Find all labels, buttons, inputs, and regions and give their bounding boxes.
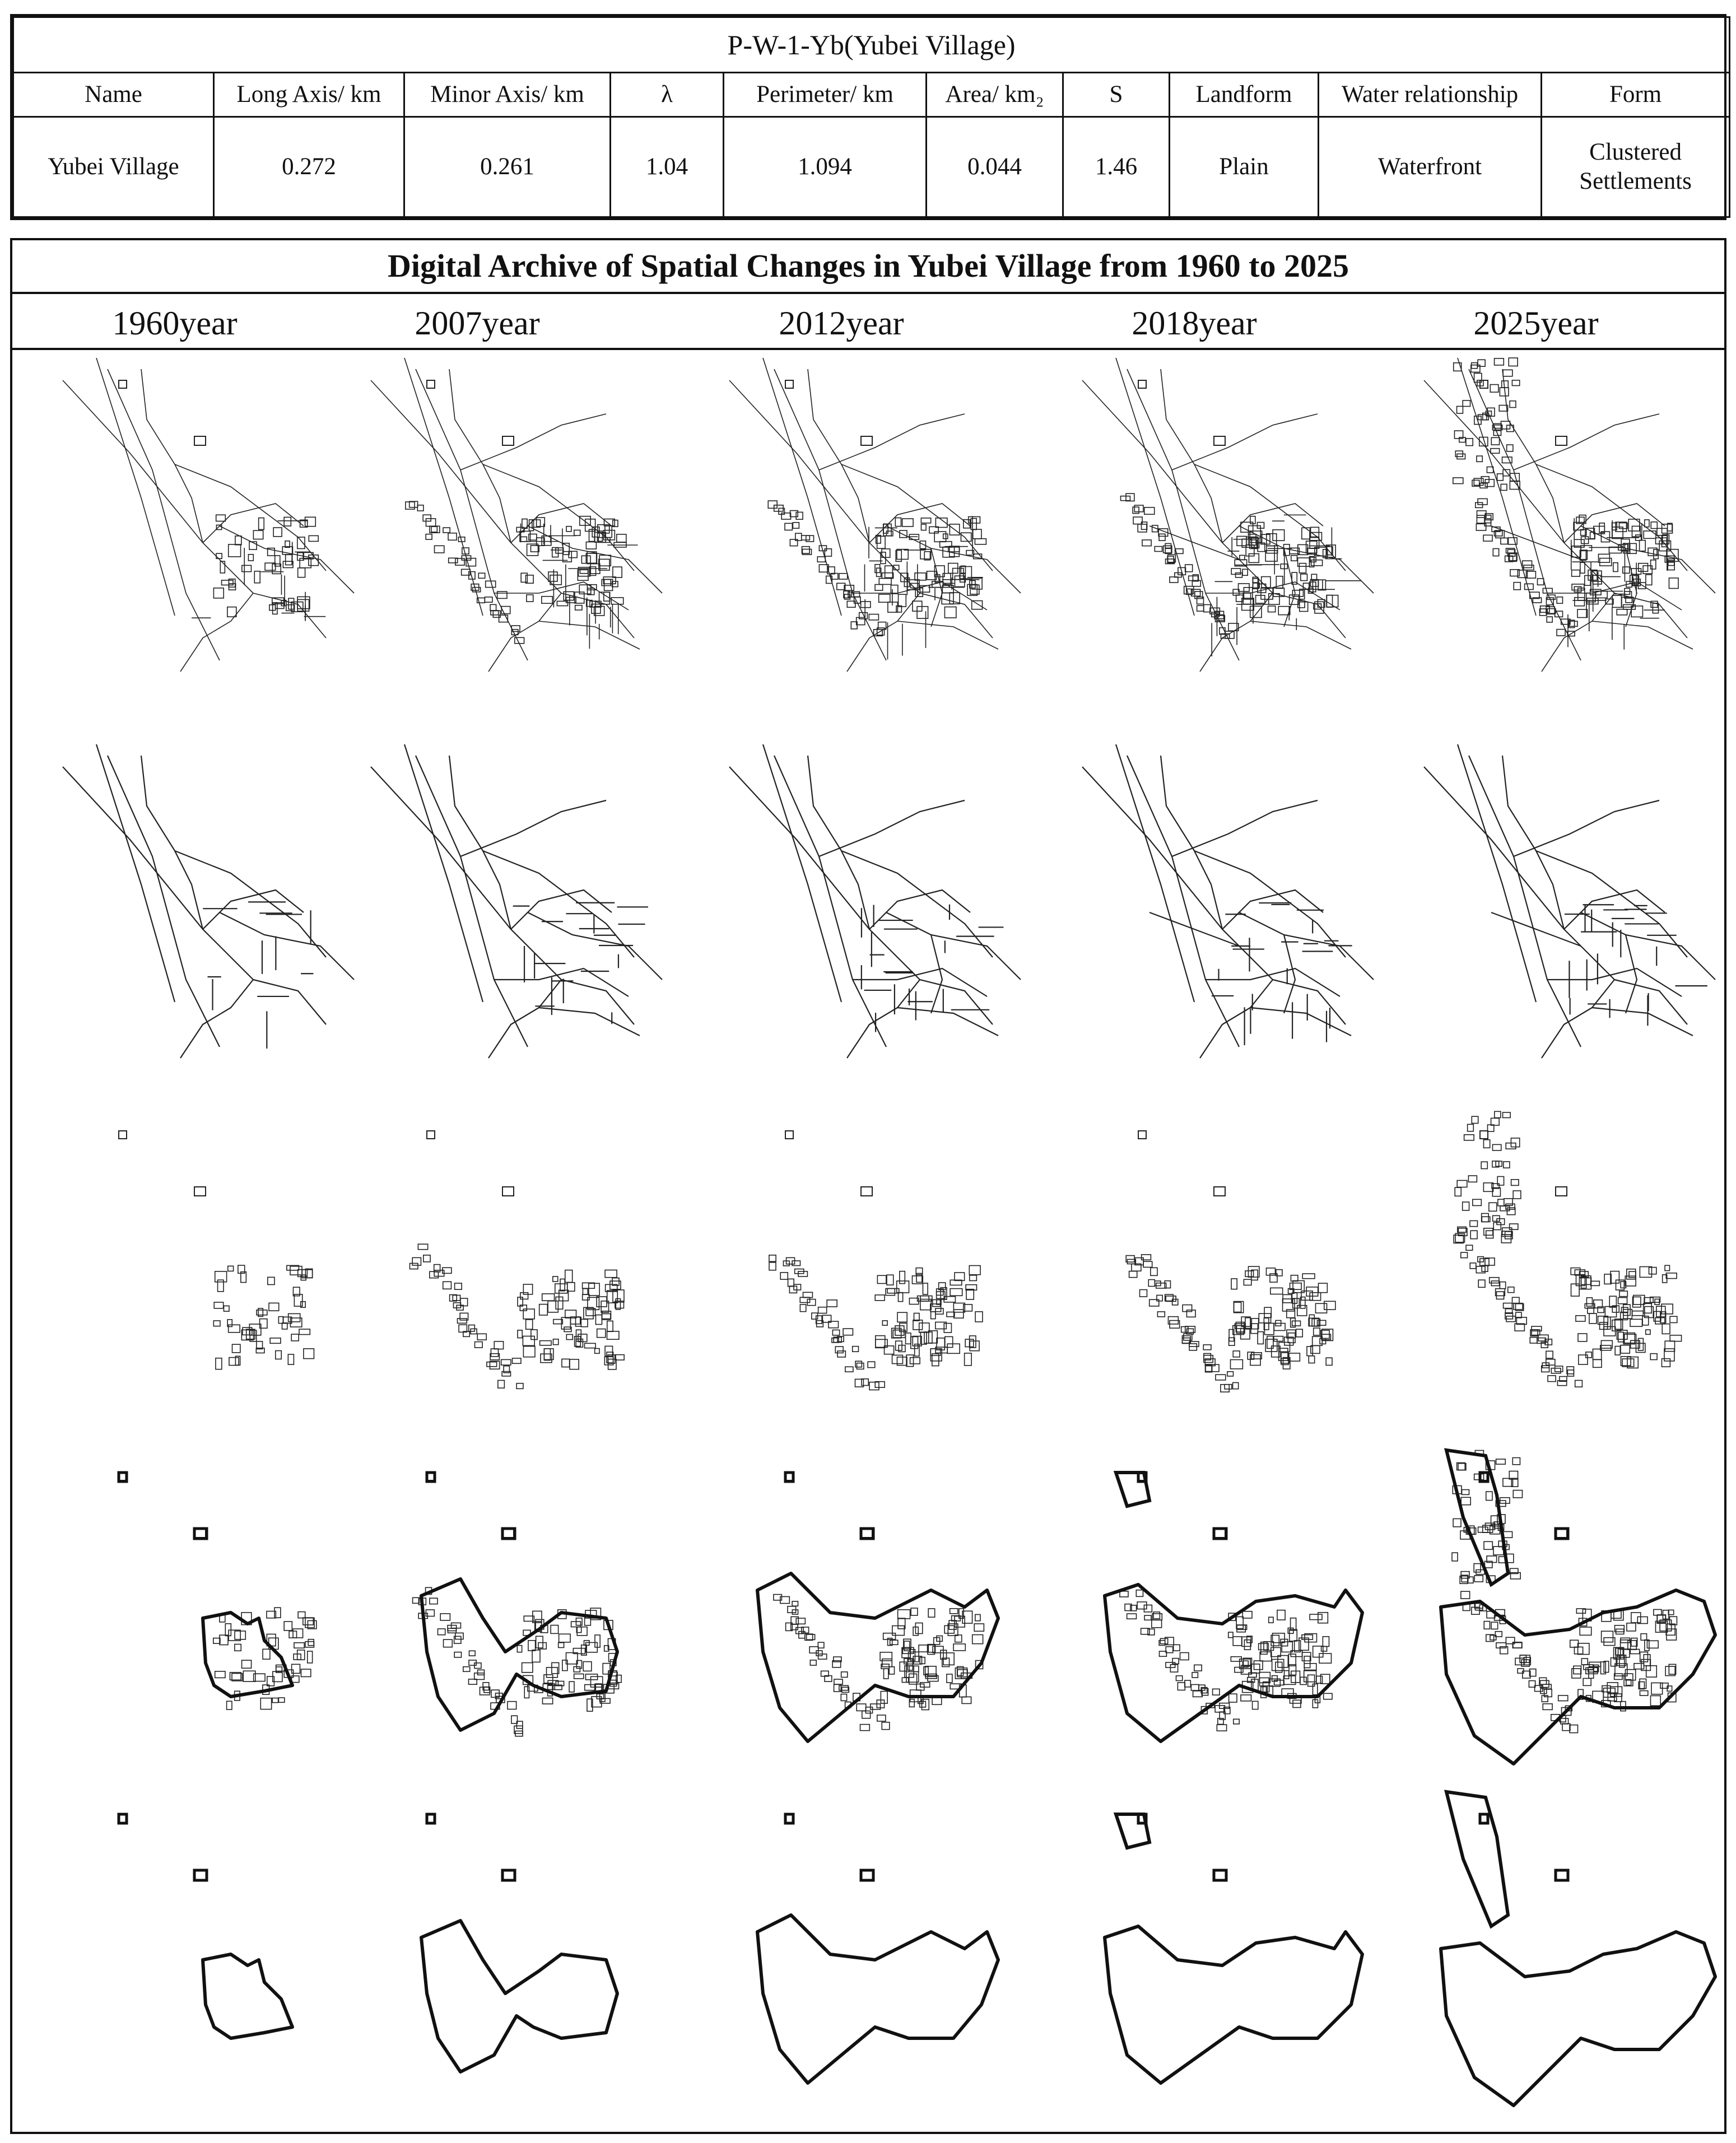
map-built-area-boundary-with-buildings-2007 [412,1471,622,1737]
cell-s: 1.46 [1062,116,1170,218]
map-road-network-2025 [1423,744,1716,1059]
year-header-row: 1960year 2007year 2012year 2018year 2025… [12,292,1724,350]
map-building-footprints-2012 [769,1130,983,1391]
map-built-area-boundary-outline-2025 [1439,1790,1717,2107]
map-composite-map-2018 [1082,357,1374,672]
map-road-network-2018 [1082,744,1374,1059]
header-perimeter: Perimeter/ km [723,72,927,118]
archive-title: Digital Archive of Spatial Changes in Yu… [12,240,1724,294]
cell-minor-axis: 0.261 [403,116,611,218]
header-form: Form [1540,72,1731,118]
header-long-axis: Long Axis/ km [213,72,405,118]
year-label-1960: 1960year [112,305,238,342]
cell-long-axis: 0.272 [213,116,405,218]
map-built-area-boundary-with-buildings-2018 [1103,1471,1364,1743]
map-built-area-boundary-outline-2018 [1103,1813,1364,2085]
cell-water-relationship: Waterfront [1318,116,1542,218]
header-s: S [1062,72,1170,118]
table-title: P-W-1-Yb(Yubei Village) [12,16,1731,73]
village-info-table: P-W-1-Yb(Yubei Village) Name Long Axis/ … [10,14,1731,220]
map-built-area-boundary-with-buildings-1960 [117,1471,317,1710]
map-road-network-1960 [62,744,355,1059]
header-landform: Landform [1169,72,1319,118]
map-building-footprints-2025 [1453,1111,1682,1387]
header-minor-axis: Minor Axis/ km [403,72,611,118]
map-built-area-boundary-with-buildings-2025 [1439,1448,1717,1765]
map-composite-map-2007 [370,357,663,672]
cell-name: Yubei Village [12,116,215,218]
map-building-footprints-2007 [409,1130,625,1390]
map-grid [62,357,1717,2107]
map-built-area-boundary-outline-1960 [117,1813,294,2040]
spatial-archive-panel: Digital Archive of Spatial Changes in Yu… [10,238,1726,2134]
cell-landform: Plain [1169,116,1319,218]
year-label-2018: 2018year [1132,305,1257,342]
header-lambda: λ [609,72,724,118]
map-building-footprints-2018 [1125,1130,1336,1392]
header-area: Area/ km₂ [925,72,1064,118]
cell-perimeter: 1.094 [723,116,927,218]
map-built-area-boundary-outline-2012 [756,1813,1000,2085]
map-road-network-2012 [729,744,1021,1059]
map-composite-map-2012 [729,357,1021,672]
map-building-footprints-1960 [118,1130,315,1370]
cell-lambda: 1.04 [609,116,724,218]
map-built-area-boundary-outline-2007 [420,1813,619,2074]
header-water-relationship: Water relationship [1318,72,1542,118]
year-label-2007: 2007year [415,305,540,342]
year-label-2012: 2012year [779,305,904,342]
header-name: Name [12,72,215,118]
year-label-2025: 2025year [1473,305,1599,342]
map-built-area-boundary-with-buildings-2012 [756,1471,1000,1743]
map-composite-map-2025 [1423,357,1716,672]
cell-form: Clustered Settlements [1540,116,1731,218]
info-table: P-W-1-Yb(Yubei Village) Name Long Axis/ … [12,16,1731,218]
map-road-network-2007 [370,744,663,1059]
cell-area: 0.044 [925,116,1064,218]
map-composite-map-1960 [62,357,355,672]
